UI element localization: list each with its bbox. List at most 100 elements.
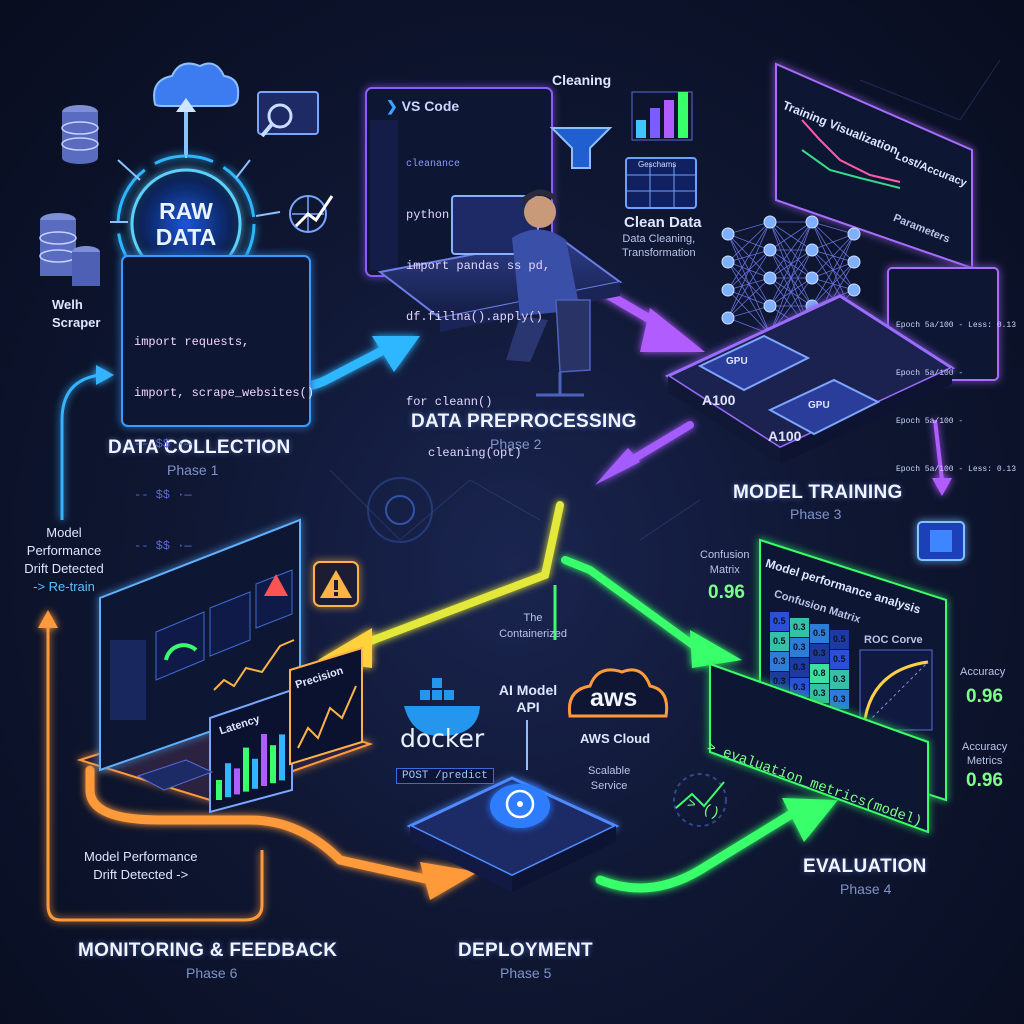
code-line: import requests, — [134, 335, 250, 349]
phase1-title: DATA COLLECTION — [108, 437, 291, 458]
keyboard-icon — [136, 759, 214, 791]
latency-bar — [270, 745, 276, 784]
code-line: python — [406, 208, 450, 222]
confusion-label-line1: Confusion — [700, 549, 750, 561]
accuracy-value: 0.96 — [966, 686, 1003, 707]
code-line: import pandas ss pd, — [406, 259, 551, 273]
phase3-subtitle: Phase 3 — [790, 506, 842, 522]
phase6-subtitle: Phase 6 — [186, 965, 238, 981]
confusion-cell — [810, 644, 829, 663]
accuracy-label: Accuracy — [960, 666, 1006, 678]
arrow-feedback-retrain — [60, 365, 114, 520]
clean-desc-line2: Transformation — [622, 247, 696, 259]
vscode-title: ❯ VS Code — [386, 98, 459, 115]
developer-figure — [506, 189, 591, 397]
containerized-line1: The — [523, 612, 543, 624]
nn-edge — [769, 221, 813, 335]
aws-cloud-icon — [567, 668, 669, 718]
clean-data-desc: Data Cleaning, Transformation — [622, 232, 696, 260]
phase3-title: MODEL TRAINING — [733, 482, 903, 503]
clean-data-label: Clean Data — [624, 214, 702, 231]
log-line: Epoch 5a/100 - — [896, 369, 964, 378]
nn-edge — [727, 221, 771, 263]
nn-node — [805, 243, 819, 257]
docker-whale-icon — [404, 678, 480, 736]
confusion-matrix-label: Confusion Matrix — [700, 548, 750, 578]
kubernetes-icon — [505, 789, 535, 819]
accuracy-metrics-value: 0.96 — [966, 770, 1003, 791]
confusion-cell-value: 0.5 — [833, 634, 846, 644]
nn-node — [763, 215, 777, 229]
ai-model-api-label: AI Model API — [490, 682, 566, 716]
confusion-cell-value: 0.5 — [773, 616, 786, 626]
drift-bottom-line2: Drift Detected -> — [93, 867, 189, 882]
nn-node — [721, 227, 735, 241]
latency-bar — [252, 758, 258, 789]
confusion-cell-value: 0.5 — [773, 636, 786, 646]
background-target-ring — [367, 477, 433, 543]
confusion-matrix — [770, 612, 849, 709]
confusion-cell-value: 0.3 — [833, 694, 846, 704]
gpu-chip-icon — [917, 521, 965, 561]
confusion-label-line2: Matrix — [709, 564, 740, 576]
containerized-line2: Containerized — [499, 628, 567, 640]
nn-edge — [727, 221, 771, 319]
nn-node — [847, 227, 861, 241]
nn-edge — [811, 233, 855, 307]
database-icon-bottom — [39, 213, 100, 286]
vscode-icon: ❯ — [386, 98, 402, 114]
arrow-training-down — [595, 419, 952, 496]
confusion-cell-value: 0.3 — [833, 674, 846, 684]
docker-label: docker — [400, 724, 485, 753]
confusion-cell-value: 0.3 — [793, 622, 806, 632]
collection-code: import requests, import, scrape_websites… — [134, 300, 314, 572]
nn-node — [805, 271, 819, 285]
nn-node — [847, 283, 861, 297]
accuracy-metrics-label: Accuracy Metrics — [962, 740, 1007, 768]
chip-label-1: A100 — [702, 392, 736, 408]
confusion-cell-value: 0.3 — [813, 688, 826, 698]
gpu-label-2: GPU — [808, 400, 830, 411]
background-network — [329, 59, 1001, 541]
phase4-title: EVALUATION — [803, 856, 927, 877]
roc-curve — [859, 649, 933, 731]
log-line: Epoch 5a/100 - — [896, 417, 964, 426]
confusion-cell — [770, 632, 789, 651]
confusion-cell-value: 0.3 — [793, 662, 806, 672]
raw-data-line2: DATA — [155, 224, 217, 250]
log-line: Epoch 5a/100 - Less: 0.13 — [896, 465, 1017, 474]
confusion-cell-value: 0.3 — [813, 648, 826, 658]
latency-bar — [243, 747, 249, 792]
api-line1: AI Model — [498, 682, 558, 698]
evaluation-terminal — [709, 662, 929, 834]
confusion-cell-value: 0.3 — [773, 656, 786, 666]
confusion-cell — [830, 650, 849, 669]
gpu-label-1: GPU — [726, 356, 748, 367]
scalable-line1: Scalable — [588, 765, 631, 777]
nn-edge — [727, 277, 771, 319]
nn-edge — [727, 249, 771, 319]
drift-bottom-label: Model Performance Drift Detected -> — [84, 848, 197, 884]
predict-endpoint: POST /predict — [396, 768, 494, 784]
confusion-cell-value: 0.3 — [793, 682, 806, 692]
confusion-cell — [830, 690, 849, 709]
nn-edge — [811, 221, 855, 235]
bar-chart-icon — [631, 91, 693, 141]
latency-bar — [225, 763, 231, 798]
drift-top-line4: -> Re-train — [33, 579, 95, 594]
nn-node — [763, 299, 777, 313]
drift-top-line2: Performance — [26, 543, 102, 558]
containerized-label: The Containerized — [488, 610, 578, 642]
confusion-cell — [790, 678, 809, 697]
latency-bar — [216, 780, 222, 800]
deployment-platform — [406, 776, 620, 892]
raw-data-line1: RAW — [159, 198, 213, 224]
preprocessing-code: cleanance python import pandas ss pd, df… — [406, 122, 550, 479]
chip-label-2: A100 — [768, 428, 802, 444]
nn-edge — [727, 305, 771, 319]
scalable-line2: Service — [590, 780, 628, 792]
code-line: -- $$ ·— — [134, 539, 192, 553]
phase2-title: DATA PREPROCESSING — [411, 411, 637, 432]
precision-card — [289, 646, 363, 766]
